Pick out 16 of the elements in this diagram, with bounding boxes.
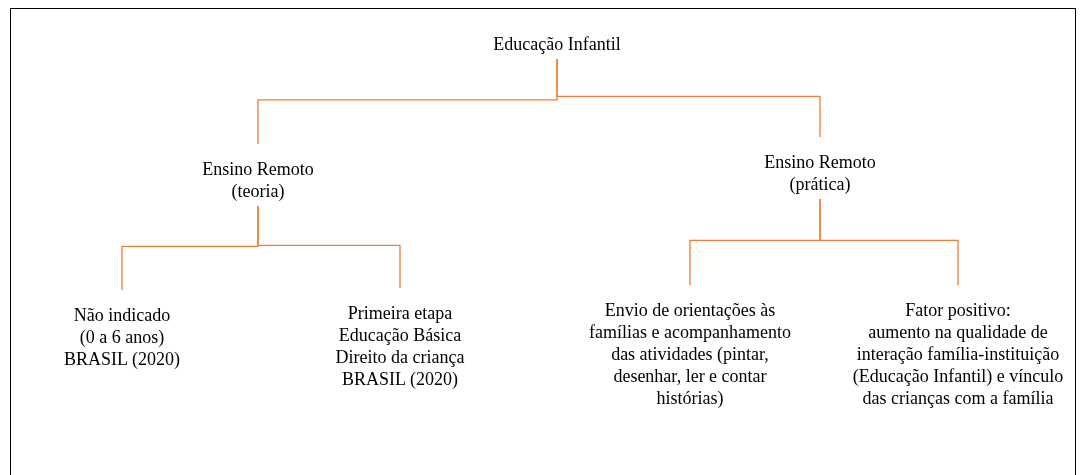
node-text: Direito da criança [335, 346, 465, 368]
node-text: Primeira etapa [347, 302, 453, 324]
node-text: BRASIL (2020) [342, 368, 458, 390]
node-text: Educação Básica [338, 324, 462, 346]
node-text: aumento na qualidade de interação família-instituição (Educação Infantil) e vínculo das crianças com a família [851, 321, 1065, 409]
node-text: Fator positivo: [905, 299, 1011, 321]
node-text: (0 a 6 anos) [79, 326, 165, 348]
node-text: Educação Infantil [493, 33, 621, 55]
node-text: Não indicado [73, 304, 171, 326]
connector-line [556, 58, 821, 138]
connector-line [819, 198, 959, 286]
connector-line [257, 205, 401, 289]
node-text: Envio de orientações às famílias e acompanhamento das atividades (pintar, desenhar, ler e contar histórias) [588, 299, 792, 409]
node-text: Ensino Remoto (teoria) [201, 158, 315, 202]
node-text: Ensino Remoto (prática) [763, 151, 877, 195]
node-text: BRASIL (2020) [64, 348, 180, 370]
